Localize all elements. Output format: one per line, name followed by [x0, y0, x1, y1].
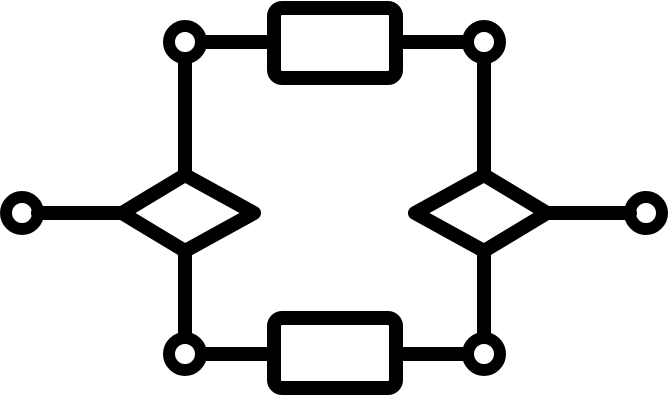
bottom-right-terminal: [462, 332, 506, 376]
merge-junction: [408, 168, 554, 258]
input-terminal: [0, 191, 44, 235]
top-block: [267, 1, 403, 85]
output-terminal: [624, 191, 668, 235]
top-left-terminal: [163, 20, 207, 64]
split-junction: [115, 168, 261, 258]
connector-lines: [31, 35, 637, 361]
bottom-left-terminal: [163, 332, 207, 376]
top-right-terminal: [462, 20, 506, 64]
bottom-block: [267, 311, 403, 395]
